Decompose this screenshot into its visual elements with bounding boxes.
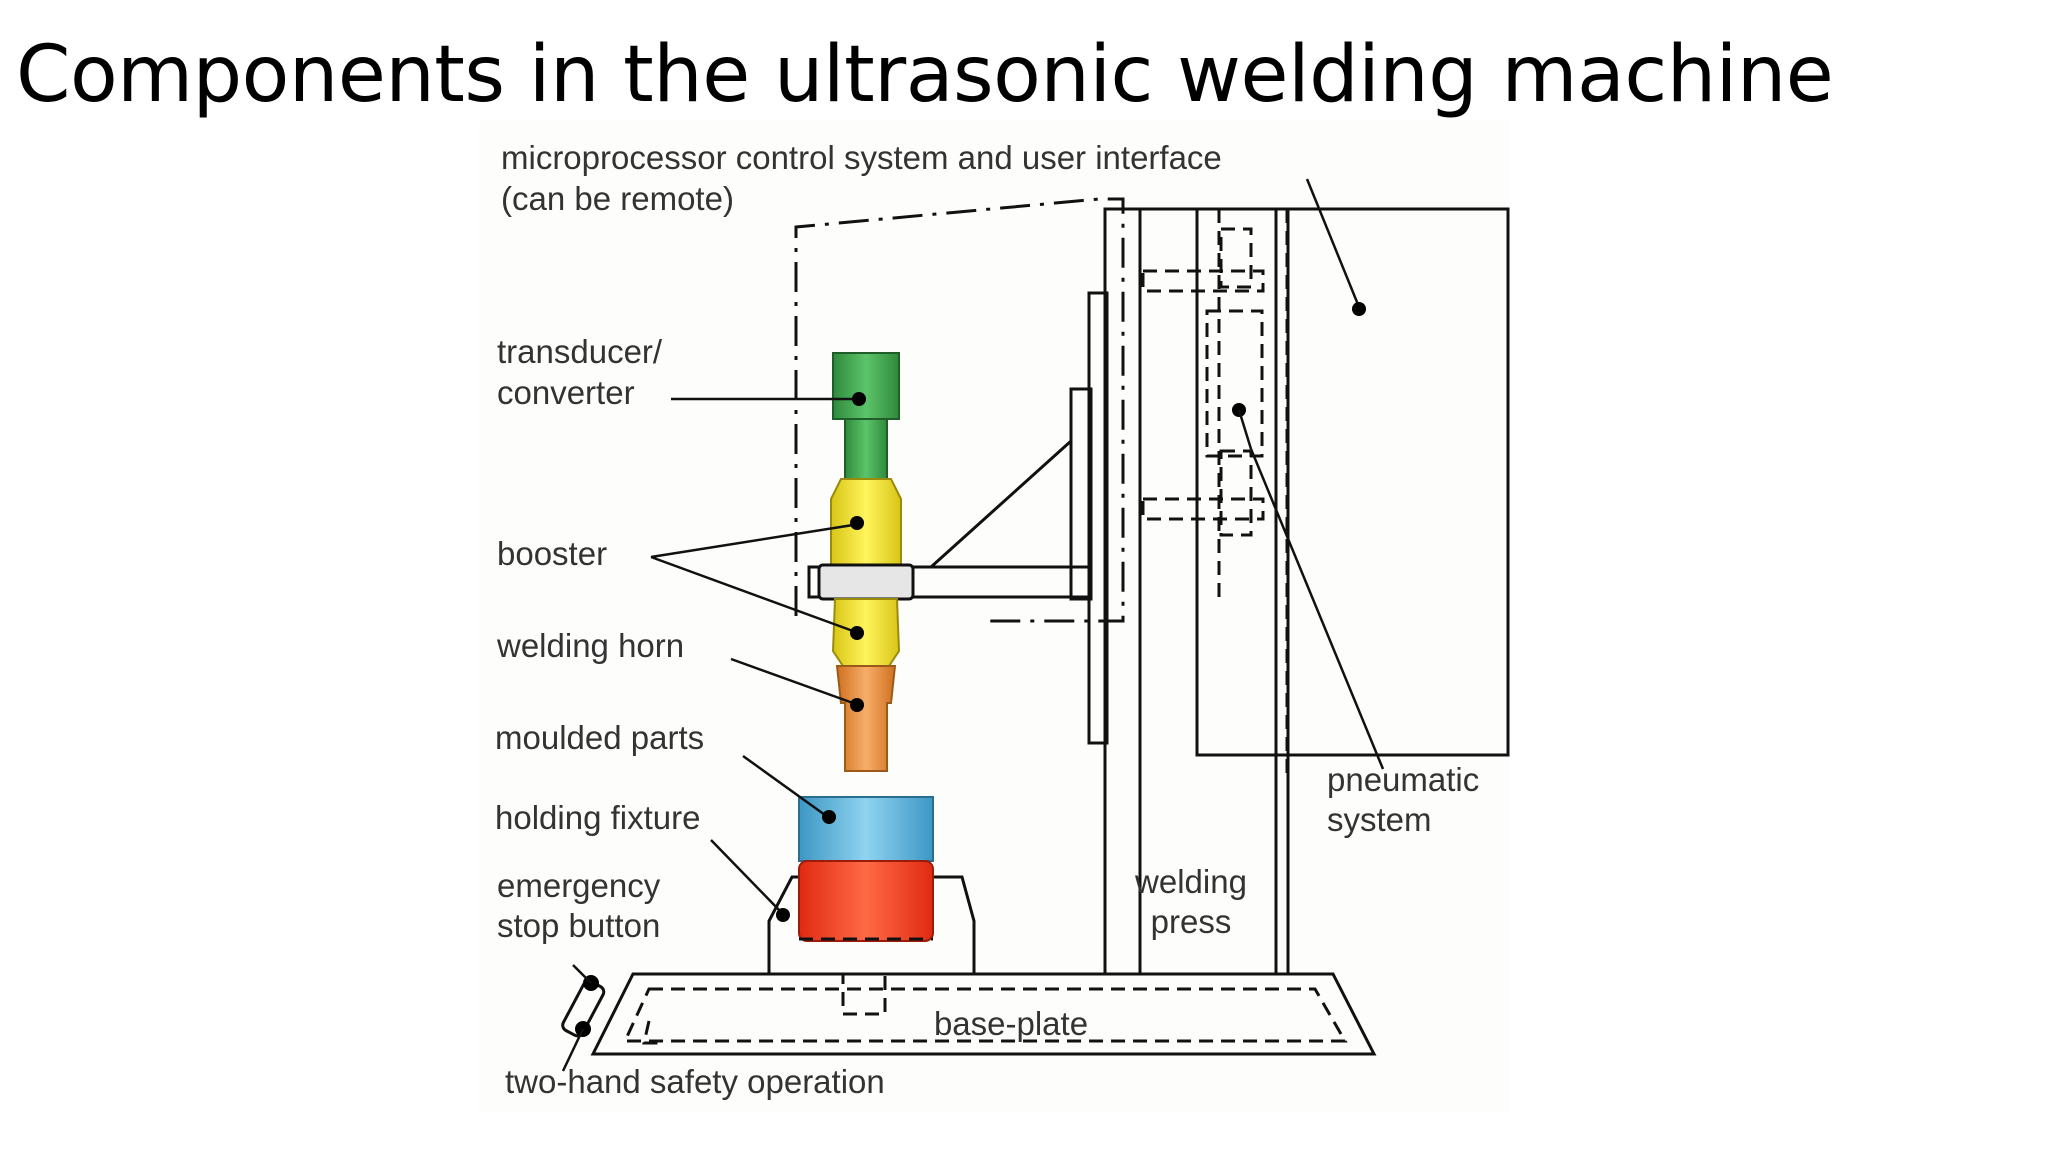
base-plate xyxy=(590,972,1377,1056)
label-control-system-remote: (can be remote) xyxy=(501,180,734,217)
label-welding-horn: welding horn xyxy=(496,627,684,664)
welding-horn xyxy=(835,665,897,772)
label-emergency: emergency xyxy=(497,867,661,904)
label-stop-button: stop button xyxy=(497,907,660,944)
label-welding: welding xyxy=(1134,863,1247,900)
diagram-svg: microprocessor control system and user i… xyxy=(495,139,1510,1100)
transducer xyxy=(832,352,900,420)
label-transducer: transducer/ xyxy=(497,333,663,370)
pneumatic-cylinder xyxy=(1141,209,1289,781)
moulded-parts xyxy=(798,796,934,862)
control-system-outline xyxy=(794,197,1125,623)
holding-fixture xyxy=(767,860,976,976)
label-pneumatic: pneumatic xyxy=(1327,761,1479,798)
label-holding-fixture: holding fixture xyxy=(495,799,700,836)
acoustic-stack xyxy=(817,352,915,772)
label-moulded-parts: moulded parts xyxy=(495,719,704,756)
label-pneumatic-system: system xyxy=(1327,801,1432,838)
label-two-hand-safety: two-hand safety operation xyxy=(505,1063,885,1100)
stack-mounting-arm xyxy=(807,291,1109,745)
welding-machine-diagram: microprocessor control system and user i… xyxy=(479,121,1510,1113)
label-booster: booster xyxy=(497,535,607,572)
welding-press xyxy=(1103,207,1510,976)
slide-title: Components in the ultrasonic welding mac… xyxy=(16,30,1834,120)
leader-lines xyxy=(561,178,1385,1072)
label-base-plate: base-plate xyxy=(934,1005,1088,1042)
booster xyxy=(830,478,902,566)
label-press: press xyxy=(1151,903,1232,940)
safety-buttons xyxy=(561,975,606,1038)
label-converter: converter xyxy=(497,374,635,411)
label-control-system: microprocessor control system and user i… xyxy=(501,139,1222,176)
